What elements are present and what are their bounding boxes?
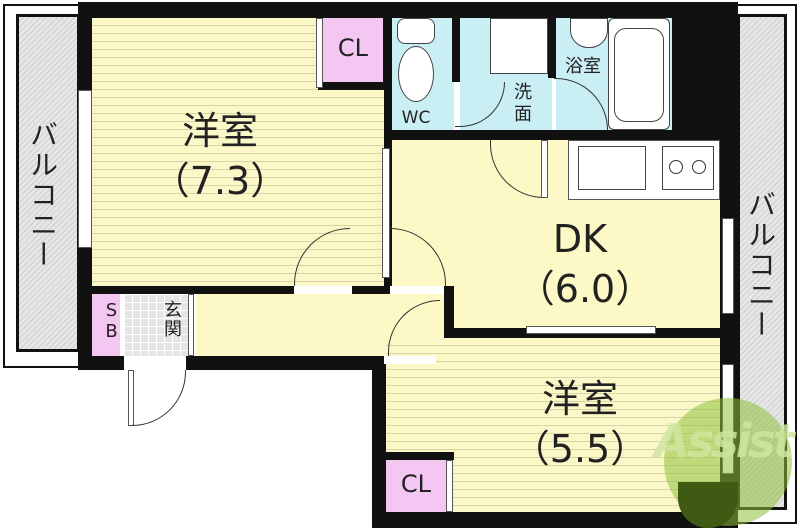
shoe-box	[92, 294, 120, 356]
closet-2	[386, 460, 446, 512]
watermark-text: Assist	[654, 414, 795, 468]
sliding-door-dk-room2[interactable]	[526, 326, 656, 334]
western-room-2	[386, 338, 720, 512]
closet-1	[323, 18, 383, 82]
washroom-door-leaf	[541, 140, 548, 198]
washroom-label: 洗面	[511, 82, 532, 126]
dk-name: DK	[552, 217, 608, 261]
washing-machine	[490, 18, 548, 74]
closet-2-wall	[380, 452, 454, 460]
wall-bottom	[372, 512, 738, 528]
wall-hall-top	[92, 286, 444, 294]
doorway-room2[interactable]	[384, 356, 436, 364]
window-dk-right	[722, 218, 734, 314]
bathroom-label: 浴室	[565, 56, 601, 77]
wall-wash-bath	[548, 18, 556, 78]
toilet-label: WC	[401, 108, 431, 128]
kitchen-sink	[578, 146, 646, 190]
closet-1-label: CL	[337, 34, 369, 62]
balcony-left-label: バルコニー	[26, 120, 59, 270]
bath-sink	[570, 18, 608, 48]
toilet-bowl	[398, 46, 434, 102]
balcony-left	[16, 14, 80, 352]
entrance-label: 玄関	[161, 300, 182, 338]
closet-1-door[interactable]	[316, 18, 323, 88]
wall-top	[78, 2, 738, 18]
watermark-dark-segment	[678, 482, 738, 528]
western-room-1-size: （7.3）	[151, 159, 289, 203]
bathtub-inner	[614, 28, 664, 122]
sliding-door-room1-dk[interactable]	[382, 148, 390, 278]
balcony-right-label: バルコニー	[744, 190, 777, 340]
entrance-step	[188, 294, 194, 356]
doorway-dk[interactable]	[390, 286, 444, 294]
front-door-swing[interactable]	[132, 370, 186, 426]
wall-wet-bottom	[384, 130, 674, 140]
front-doorway[interactable]	[124, 356, 186, 370]
closet-2-door[interactable]	[446, 460, 453, 512]
wall-bottom-right-step	[372, 356, 386, 528]
wall-hall-dk	[444, 286, 454, 338]
burner-icon	[669, 160, 683, 174]
doorway-room1[interactable]	[294, 286, 352, 294]
shoe-box-label: SB	[101, 300, 122, 342]
dk-size: （6.0）	[516, 267, 654, 311]
closet-2-label: CL	[400, 470, 432, 498]
western-room-2-name: 洋室	[541, 377, 618, 421]
window-room1-left	[78, 90, 92, 248]
burner-icon	[692, 160, 706, 174]
western-room-1-name: 洋室	[181, 109, 258, 153]
toilet-tank	[397, 18, 435, 44]
wall-wc-wash	[452, 18, 460, 82]
entrance	[124, 294, 188, 356]
western-room-1-notch-fill	[120, 18, 320, 52]
western-room-2-size: （5.5）	[511, 427, 649, 471]
